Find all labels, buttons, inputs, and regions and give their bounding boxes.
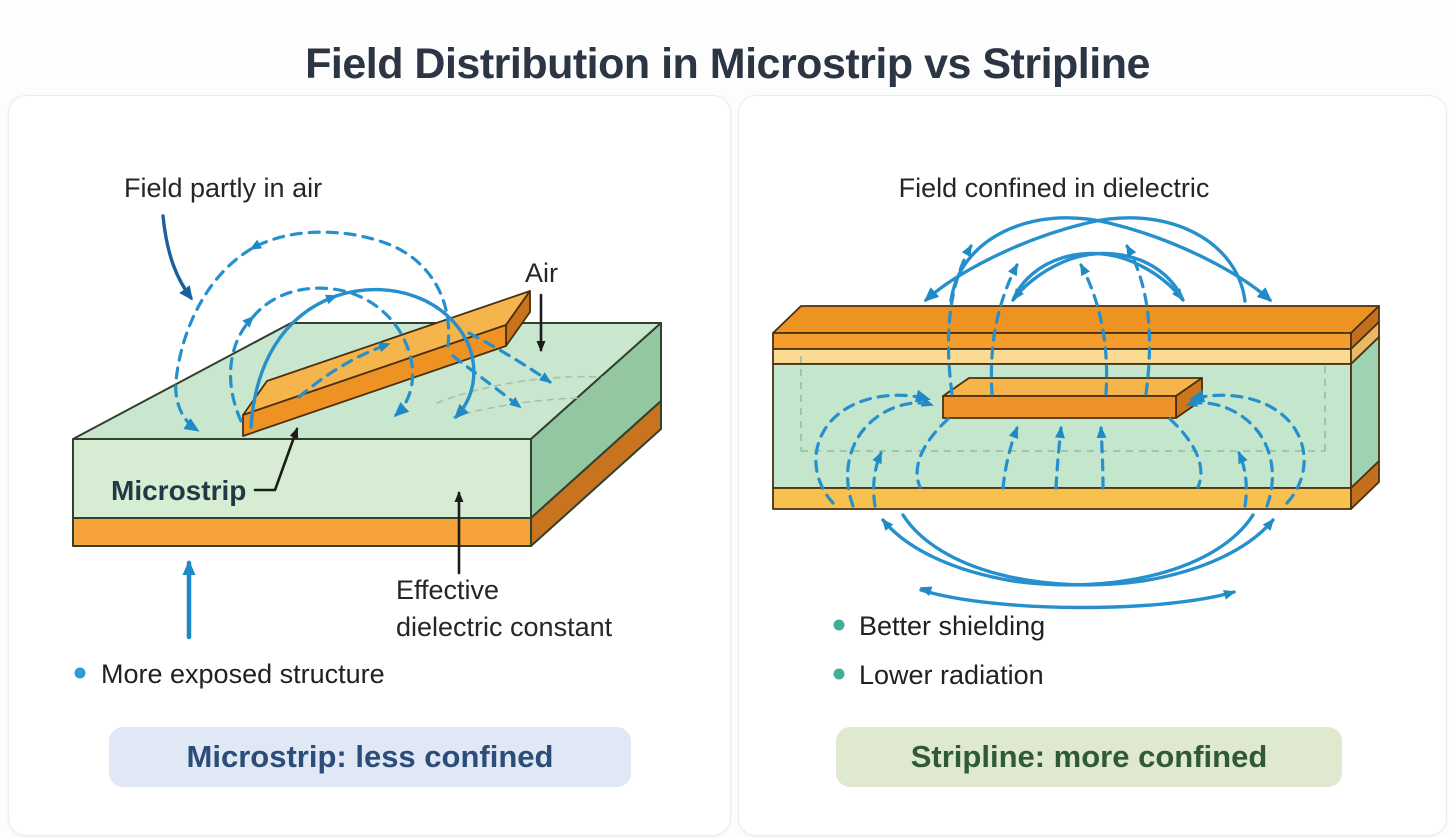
stripline-trace xyxy=(942,377,1203,419)
page-title: Field Distribution in Microstrip vs Stri… xyxy=(305,40,1150,88)
air-label: Air xyxy=(525,258,558,288)
effective-label-line1: Effective xyxy=(396,575,499,605)
field-line xyxy=(1096,426,1107,490)
microstrip-panel: Field partly in air Air Microstrip Effec… xyxy=(8,95,731,836)
field-line xyxy=(251,286,415,418)
microstrip-substrate xyxy=(72,322,662,547)
bullet-lower-radiation: Lower radiation xyxy=(859,660,1044,690)
bottom-plate-front-face xyxy=(772,487,1352,510)
trace-top-face xyxy=(942,377,1203,397)
field-line xyxy=(1168,417,1203,489)
field-line xyxy=(989,263,1019,396)
field-line xyxy=(1237,451,1248,508)
stripline-caption-pill xyxy=(836,727,1342,787)
field-line xyxy=(814,389,931,505)
microstrip-field-lines xyxy=(174,230,552,432)
field-line xyxy=(1125,244,1152,396)
field-line xyxy=(1012,251,1185,302)
bottom-plate-side-face xyxy=(1350,460,1380,510)
field-line xyxy=(1001,426,1019,490)
field-pointer-arrow xyxy=(161,214,193,301)
trace-front-face xyxy=(242,324,507,437)
microstrip-label: Microstrip xyxy=(111,475,246,506)
ground-front-face xyxy=(72,517,532,547)
bullet-dot xyxy=(74,667,86,679)
field-line xyxy=(901,513,1275,587)
field-confined-label: Field confined in dielectric xyxy=(899,173,1210,203)
field-line xyxy=(1185,397,1274,508)
bullet-better-shielding: Better shielding xyxy=(859,611,1045,641)
field-line xyxy=(297,342,391,399)
field-line xyxy=(451,354,522,409)
field-line xyxy=(846,397,934,508)
field-line xyxy=(249,230,451,348)
field-line xyxy=(915,417,950,489)
microstrip-arrow xyxy=(253,427,299,492)
field-line xyxy=(1011,251,1184,302)
field-line xyxy=(923,216,1247,303)
trace-front-face xyxy=(942,395,1177,419)
field-line xyxy=(334,287,476,420)
bullet-dot xyxy=(833,619,845,631)
field-line xyxy=(249,294,338,429)
stripline-diagram: Field confined in dielectric Better shie… xyxy=(772,173,1380,787)
field-line xyxy=(436,375,614,404)
field-arrowhead xyxy=(919,586,933,596)
field-line xyxy=(949,216,1273,303)
top-plate-front-face xyxy=(772,332,1352,350)
microstrip-diagram: Field partly in air Air Microstrip Effec… xyxy=(72,173,662,787)
microstrip-caption: Microstrip: less confined xyxy=(187,739,554,774)
stripline-field-lines-above xyxy=(923,216,1273,396)
field-line xyxy=(881,513,1255,587)
stripline-caption: Stripline: more confined xyxy=(911,739,1268,774)
field-line xyxy=(228,315,255,423)
field-line xyxy=(452,397,616,418)
stripline-field-lines-inside xyxy=(814,389,1306,508)
top-plate-inner-band xyxy=(772,348,1352,365)
effective-label-line2: dielectric constant xyxy=(396,612,613,642)
stripline-panel: Field confined in dielectric Better shie… xyxy=(738,95,1447,836)
field-line xyxy=(174,247,253,432)
field-line xyxy=(1054,426,1065,490)
microstrip-caption-pill xyxy=(109,727,631,787)
bullet-dot xyxy=(833,668,845,680)
field-line xyxy=(919,588,1236,610)
field-partly-label: Field partly in air xyxy=(124,173,322,203)
field-line xyxy=(872,451,883,508)
bullet-more-exposed: More exposed structure xyxy=(101,659,385,689)
field-line xyxy=(946,244,973,396)
top-plate-top-face xyxy=(772,305,1380,334)
stripline-field-lines-below xyxy=(881,513,1275,610)
field-line xyxy=(1189,389,1306,505)
box-hidden-edges xyxy=(800,356,1326,452)
field-line xyxy=(467,331,552,384)
field-line xyxy=(1079,263,1109,396)
